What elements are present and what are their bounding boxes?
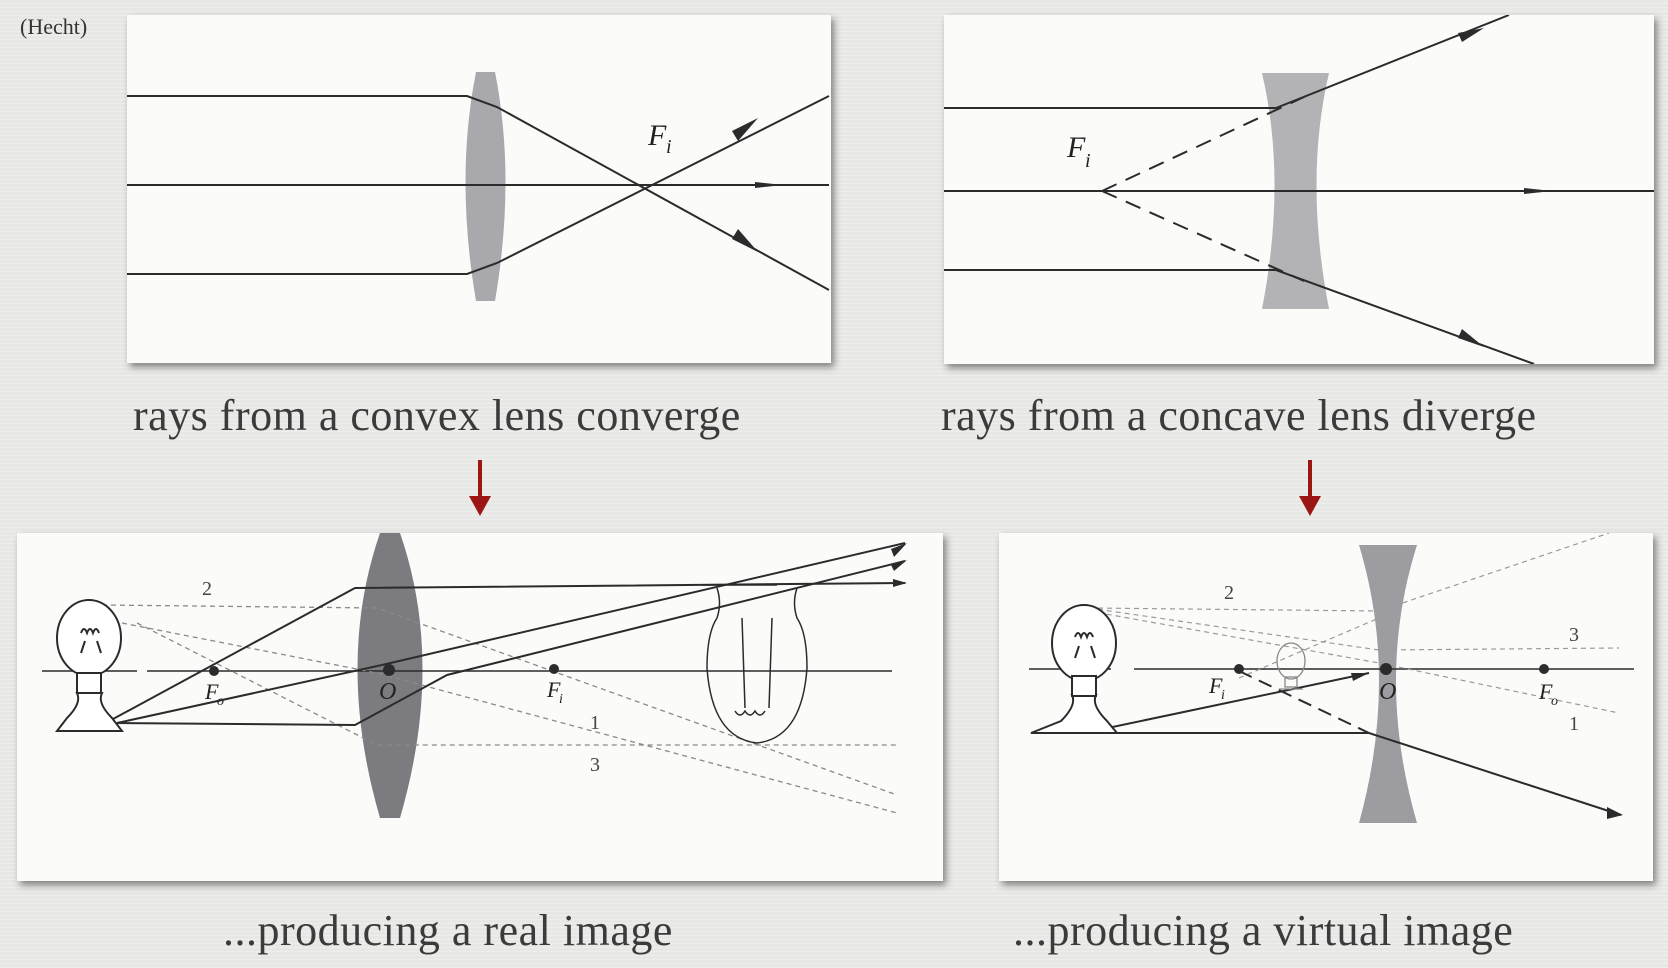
ray-label-2: 2: [1224, 582, 1234, 604]
ray-2-dashed: [1088, 533, 1610, 612]
concave-lens-diagram: F i: [944, 15, 1654, 364]
ray-2-dashed: [101, 604, 898, 796]
ray-label-3: 3: [1569, 624, 1579, 646]
ray-top: [127, 95, 830, 291]
ray-solid-upper: [1083, 672, 1370, 734]
label-fi-sub: i: [1221, 688, 1225, 703]
focal-label-fi: F: [647, 119, 667, 152]
virtual-ray: [1238, 670, 1370, 734]
label-o: O: [1379, 679, 1396, 705]
ray-bottom: [127, 95, 830, 275]
label-fi: F: [1208, 673, 1223, 698]
virtual-image-diagram: 2 3 1 F i O F o: [999, 533, 1653, 881]
bulb-virtual-image-icon: [1276, 642, 1306, 690]
caption-convex: rays from a convex lens converge: [133, 391, 741, 440]
down-arrow-icon: [469, 460, 491, 516]
caption-concave: rays from a concave lens diverge: [941, 391, 1537, 440]
center-point-o: [383, 664, 395, 676]
focal-label-fi-sub: i: [666, 136, 672, 158]
bulb-object-icon: [1030, 604, 1120, 734]
ray-solid-b: [116, 542, 906, 724]
ray-label-1: 1: [590, 712, 600, 734]
center-point-o: [1380, 663, 1392, 675]
label-fi-sub: i: [559, 692, 563, 707]
caption-virtual-image: ...producing a virtual image: [1013, 906, 1514, 955]
down-arrow-icon: [1299, 460, 1321, 516]
focal-point-fi: [549, 664, 559, 674]
ray-label-2: 2: [202, 578, 212, 600]
caption-real-image: ...producing a real image: [223, 906, 673, 955]
bulb-object-icon: [54, 599, 125, 732]
focal-label-fi: F: [1066, 131, 1086, 164]
ray-solid-c: [116, 560, 906, 727]
label-o: O: [379, 679, 396, 705]
real-image-diagram: 2 1 3 F o O F i: [17, 533, 943, 881]
focal-point-fo: [1539, 664, 1549, 674]
ray-3-dashed: [1088, 607, 1620, 651]
virtual-ray-bottom: [1101, 190, 1305, 282]
ray-label-1: 1: [1569, 713, 1579, 735]
real-image-svg: 2 1 3 F o O F i: [42, 533, 907, 818]
concave-lens-svg: F i: [944, 15, 1654, 364]
label-fo-sub: o: [1551, 694, 1558, 709]
ray-solid-lower: [1079, 732, 1622, 816]
ray-faint-1: [1238, 617, 1380, 679]
label-fi: F: [546, 677, 561, 702]
label-fo: F: [1538, 679, 1553, 704]
focal-label-fi-sub: i: [1085, 150, 1091, 172]
label-fo-sub: o: [217, 694, 224, 709]
virtual-ray-top: [1101, 96, 1305, 192]
label-fo: F: [204, 679, 219, 704]
source-credit: (Hecht): [20, 14, 88, 39]
virtual-image-svg: 2 3 1 F i O F o: [1029, 533, 1634, 823]
ray-3-dashed: [136, 622, 897, 746]
bulb-image-icon: [702, 584, 808, 744]
convex-lens: [465, 72, 506, 301]
concave-lens: [1359, 545, 1417, 823]
focal-point-fi: [1234, 664, 1244, 674]
convex-lens-svg: F i: [127, 72, 830, 301]
focal-point-fo: [209, 666, 219, 676]
convex-lens-diagram: F i: [127, 15, 831, 363]
ray-top: [944, 15, 1510, 109]
ray-bottom: [944, 269, 1535, 364]
ray-label-3: 3: [590, 754, 600, 776]
